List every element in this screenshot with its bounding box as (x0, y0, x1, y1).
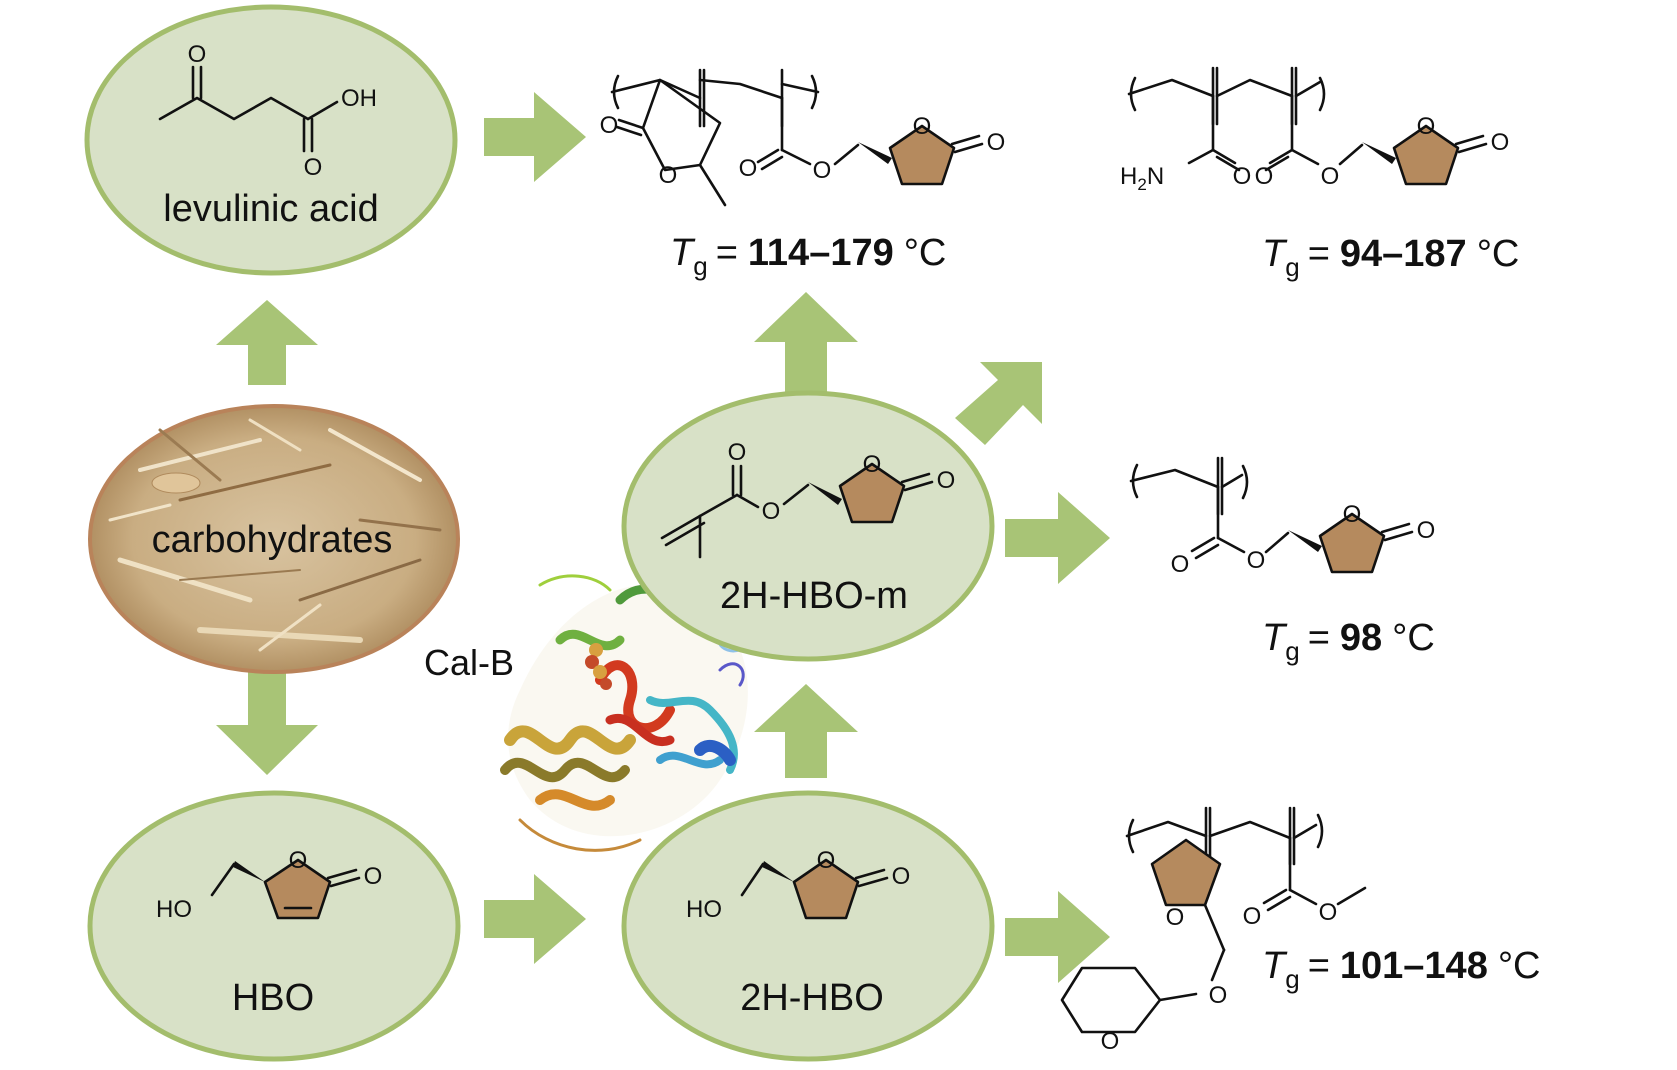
atom-o: O (1491, 129, 1510, 156)
atom-o: O (1255, 163, 1274, 190)
tg-value: 114–179 (748, 232, 894, 274)
arrow-2h-hbo-m-to-copolymer (754, 292, 858, 392)
tg-subscript: g (1285, 964, 1299, 994)
atom-o: O (1417, 113, 1436, 140)
arrow-2h-hbo-m-to-homopolymer (1005, 492, 1110, 584)
tg-label: Tg =101–148°C (1262, 945, 1540, 994)
tg-symbol: T (1262, 233, 1288, 275)
arrow-2h-hbo-m-to-acrylamide-copolymer (955, 362, 1042, 445)
tg-unit: °C (1477, 233, 1520, 275)
polymer-structure: O O O O O (1060, 806, 1367, 1055)
atom-o: O (1247, 547, 1266, 574)
2h-hbo-structure: O O HO (686, 847, 910, 923)
tg-symbol: T (1262, 617, 1288, 659)
product-levulinic-copolymer: O O O O O O Tg =114–179°C (600, 68, 1006, 281)
tg-equals: = (1308, 617, 1330, 659)
tg-symbol: T (1262, 945, 1288, 987)
node-2h-hbo: O O HO 2H-HBO (621, 790, 995, 1062)
atom-o: O (1171, 551, 1190, 578)
atom-o: O (1243, 903, 1262, 930)
product-homopolymer: O O O O Tg =98°C (1129, 456, 1436, 666)
atom-o: O (863, 451, 882, 478)
tg-unit: °C (1392, 617, 1435, 659)
atom-o: O (1319, 899, 1338, 926)
tg-subscript: g (1285, 636, 1299, 666)
atom-o: O (1233, 163, 1252, 190)
atom-o: O (304, 154, 323, 181)
tg-unit: °C (1498, 945, 1541, 987)
tg-equals: = (1308, 945, 1330, 987)
atom-o: O (1166, 904, 1185, 931)
atom-o: O (728, 439, 747, 466)
atom-ho: HO (686, 896, 722, 923)
atom-o: O (289, 847, 308, 874)
atom-o: O (659, 162, 678, 189)
arrow-2h-hbo-to-thp-copolymer (1005, 891, 1110, 983)
enzyme-label-cal-b: Cal-B (424, 642, 514, 683)
2h-hbo-m-structure: O O O O (660, 439, 956, 559)
atom-oh: OH (341, 85, 377, 112)
node-2h-hbo-m: O O O O 2H-HBO-m (621, 390, 995, 662)
hbo-structure: O O HO (156, 847, 382, 923)
tg-label: Tg =94–187°C (1262, 233, 1519, 282)
atom-o: O (1101, 1028, 1120, 1055)
tg-value: 94–187 (1340, 233, 1467, 275)
node-carbohydrates: carbohydrates (88, 404, 460, 674)
node-hbo: O O HO HBO (87, 790, 461, 1062)
tg-subscript: g (1285, 252, 1299, 282)
tg-value: 101–148 (1340, 945, 1488, 987)
atom-o: O (1417, 517, 1436, 544)
tg-value: 98 (1340, 617, 1382, 659)
atom-o: O (892, 863, 911, 890)
tg-symbol: T (670, 232, 696, 274)
atom-ho: HO (156, 896, 192, 923)
polymer-structure: O O O O (1129, 456, 1436, 578)
atom-o: O (600, 112, 619, 139)
atom-o: O (987, 129, 1006, 156)
tg-unit: °C (904, 232, 947, 274)
node-levulinic-acid: O O OH levulinic acid (84, 4, 458, 276)
node-label-carbohydrates: carbohydrates (152, 519, 393, 561)
enzyme-cartoon (500, 574, 752, 852)
tg-equals: = (1308, 233, 1330, 275)
atom-o: O (188, 41, 207, 68)
node-label-2h-hbo: 2H-HBO (740, 977, 884, 1019)
arrow-2h-hbo-to-2h-hbo-m (754, 684, 858, 778)
atom-o: O (1343, 501, 1362, 528)
node-label-levulinic-acid: levulinic acid (163, 188, 378, 230)
atom-o: O (937, 467, 956, 494)
polymer-structure: O O O O O O (600, 68, 1006, 207)
atom-o: O (1209, 982, 1228, 1009)
arrow-carbohydrates-to-levulinic (216, 300, 318, 385)
atom-o: O (813, 157, 832, 184)
atom-subscript: 2 (1137, 175, 1146, 194)
atom-o: O (762, 498, 781, 525)
tg-label: Tg =98°C (1262, 617, 1435, 666)
tg-subscript: g (693, 251, 707, 281)
levulinic-acid-structure: O O OH (158, 41, 377, 181)
atom-o: O (364, 863, 383, 890)
tg-label: Tg =114–179°C (670, 232, 946, 281)
arrow-hbo-to-2h-hbo (484, 874, 586, 964)
product-acrylamide-copolymer: H2N O O O O O Tg =94–187°C (1120, 66, 1519, 282)
atom-o: O (1321, 163, 1340, 190)
atom-h: H (1120, 163, 1137, 190)
atom-h2n: H2N (1120, 163, 1164, 194)
atom-o: O (913, 113, 932, 140)
node-label-hbo: HBO (232, 977, 314, 1019)
product-thp-copolymer: O O O O O Tg =101–148°C (1060, 806, 1540, 1055)
atom-o: O (739, 155, 758, 182)
arrow-carbohydrates-to-hbo (216, 672, 318, 775)
atom-o: O (817, 847, 836, 874)
node-label-2h-hbo-m: 2H-HBO-m (720, 575, 908, 617)
straw-texture (108, 418, 442, 652)
arrow-levulinic-to-copolymer (484, 92, 586, 182)
atom-n: N (1147, 163, 1164, 190)
polymer-structure: H2N O O O O O (1120, 66, 1510, 194)
tg-equals: = (716, 232, 738, 274)
